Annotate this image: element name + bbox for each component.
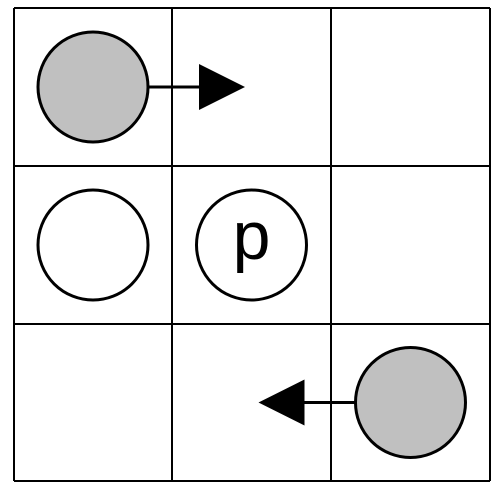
filled-token-circle-0	[36, 30, 150, 144]
tokens: p	[36, 30, 467, 459]
move-arrow-head-1	[258, 379, 305, 426]
move-arrow-head-0	[199, 64, 245, 110]
token-label-2: p	[233, 198, 271, 274]
empty-token-circle-2	[195, 188, 308, 302]
empty-token-circle-1	[36, 188, 150, 302]
filled-token-circle-3	[354, 346, 467, 459]
